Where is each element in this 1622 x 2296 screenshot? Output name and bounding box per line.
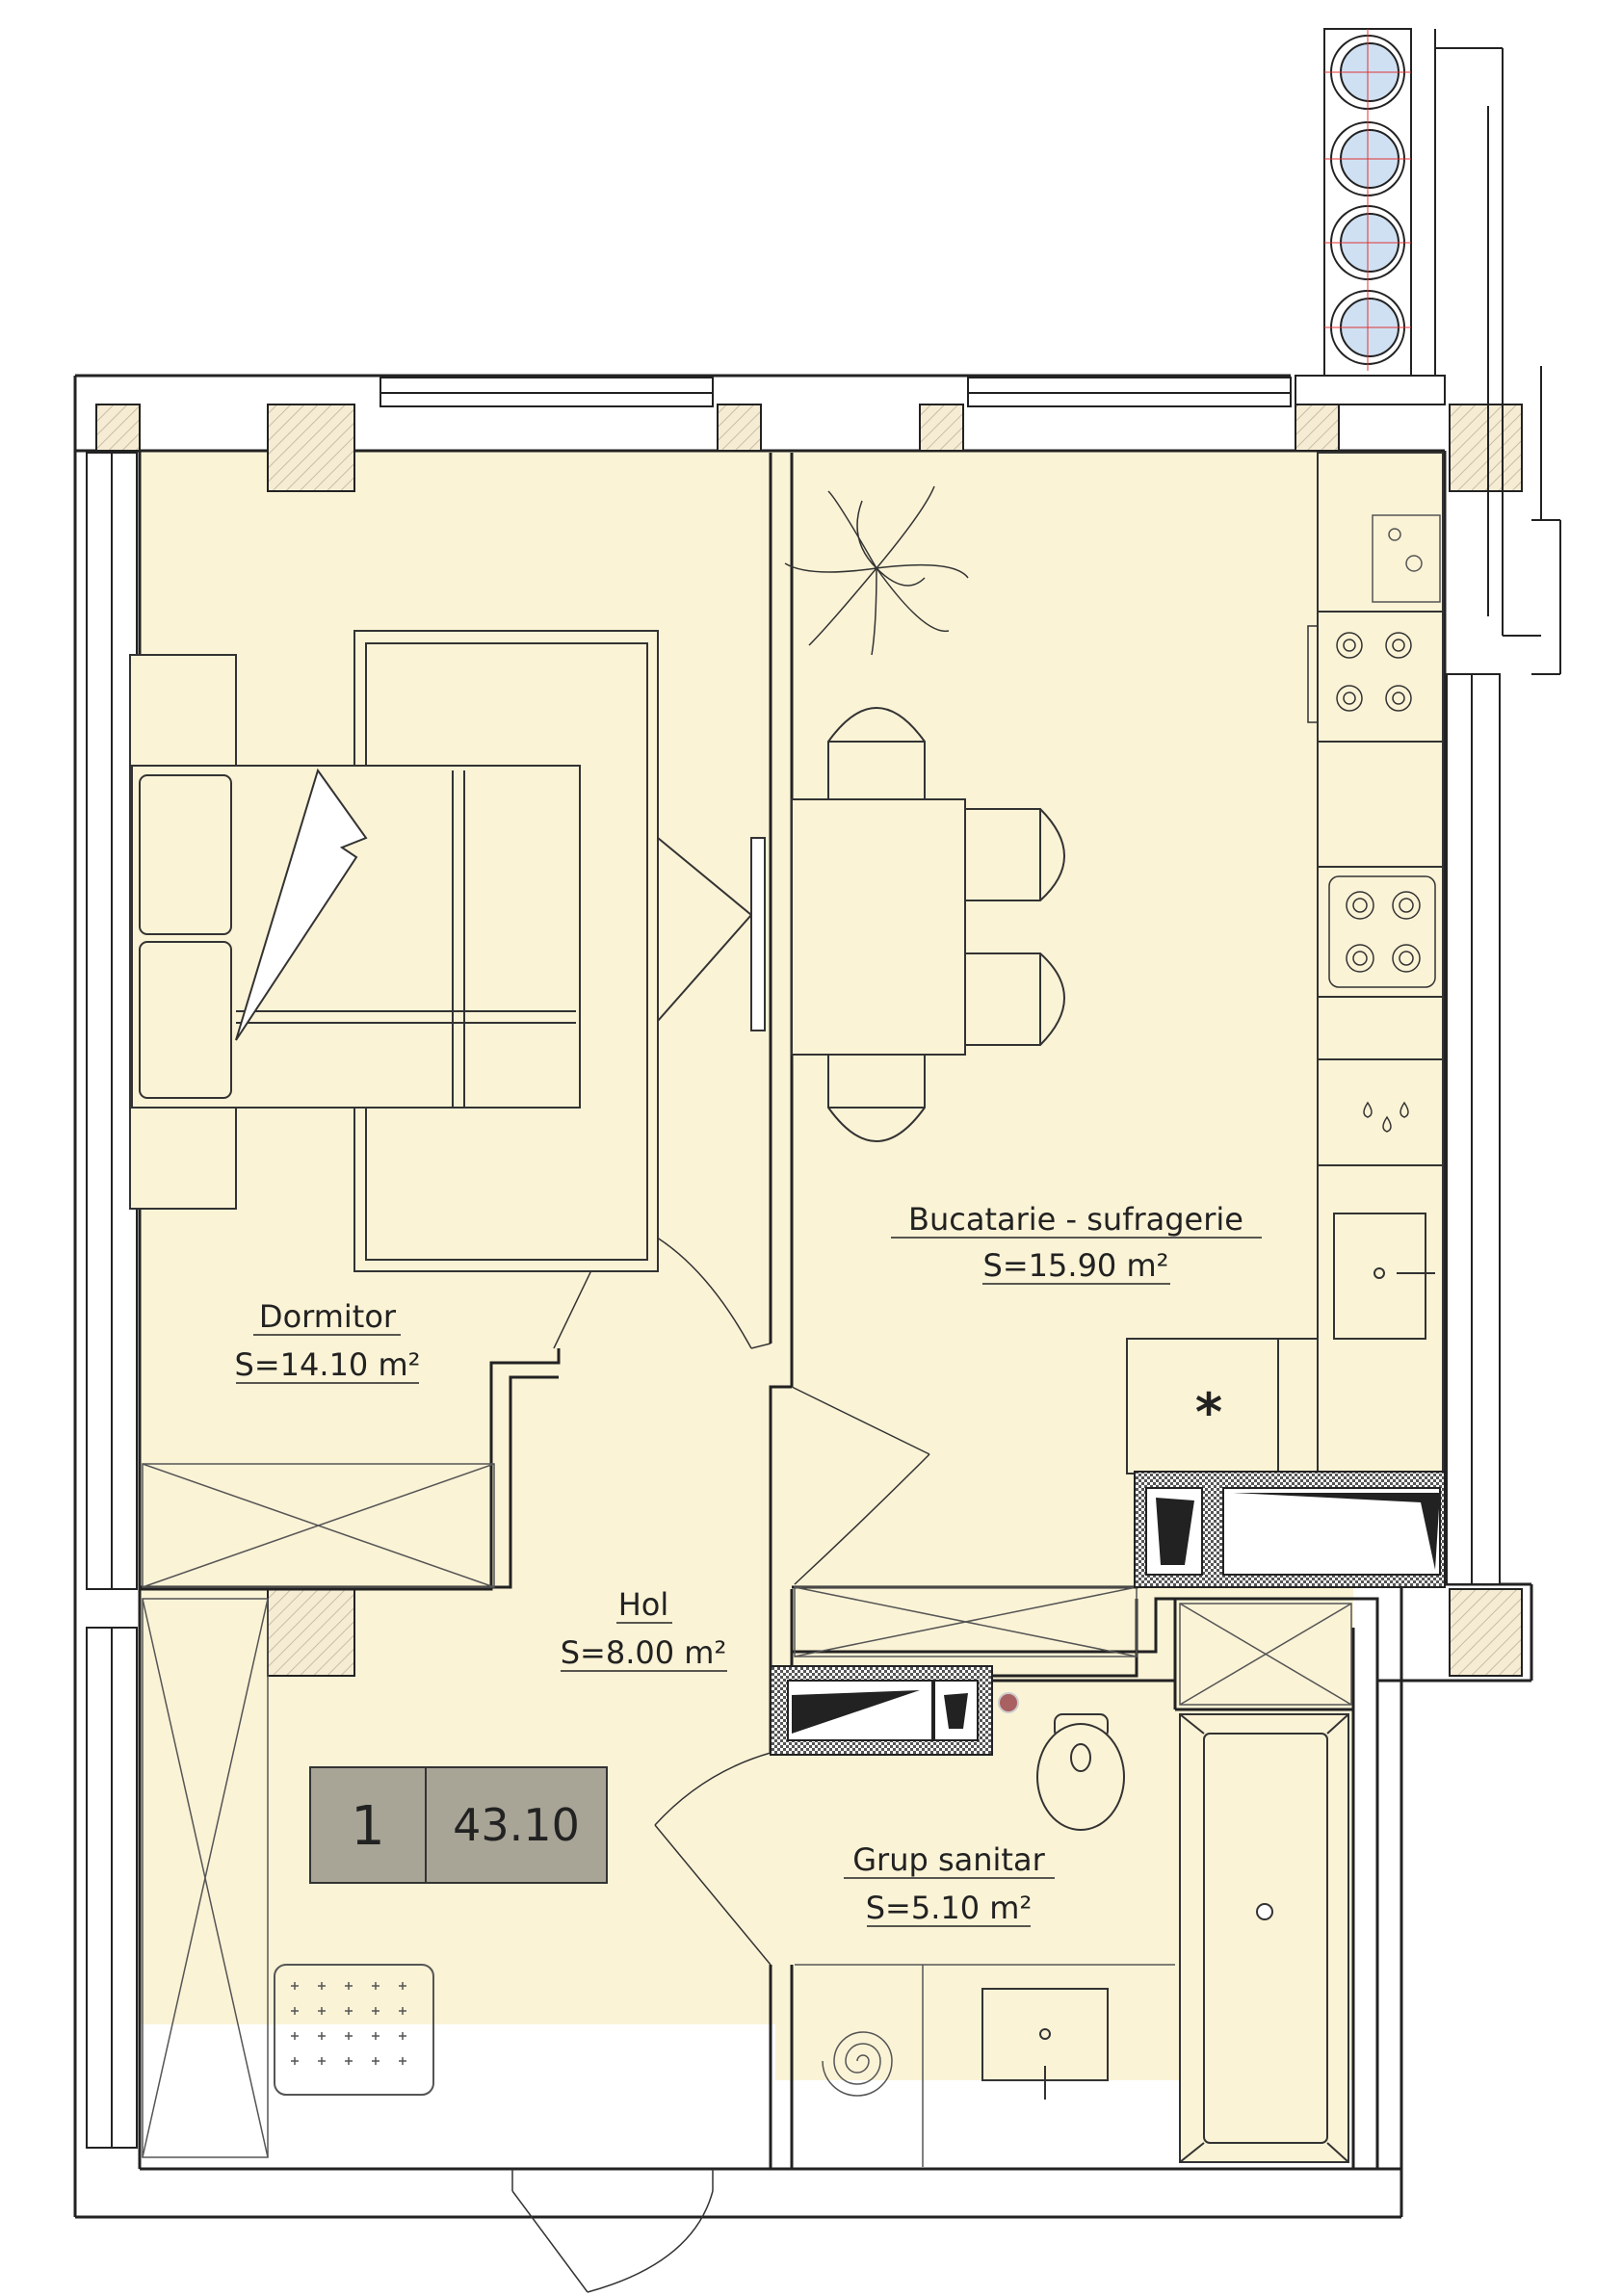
apartment-badge: 1 43.10 bbox=[309, 1766, 608, 1884]
room-label-dormitor: Dormitor S=14.10 m² bbox=[235, 1298, 421, 1384]
dining-set bbox=[791, 707, 1065, 1142]
plant-icon bbox=[784, 485, 969, 656]
rooms-count: 1 bbox=[351, 1795, 385, 1858]
bathroom-sink-icon bbox=[981, 1988, 1109, 2100]
doormat-icon bbox=[274, 1964, 434, 2096]
cooktop-icon bbox=[1328, 875, 1436, 988]
room-label-bucatarie: Bucatarie - sufragerie S=15.90 m² bbox=[891, 1201, 1262, 1285]
room-area: S=14.10 m² bbox=[235, 1346, 421, 1383]
room-area: S=15.90 m² bbox=[983, 1247, 1169, 1284]
electrical-panel-hall bbox=[770, 1665, 1019, 1756]
water-drops-icon bbox=[1363, 1101, 1409, 1133]
room-label-hol: Hol S=8.00 m² bbox=[561, 1586, 727, 1672]
oven-icon bbox=[1372, 514, 1441, 603]
room-name: Hol bbox=[618, 1586, 669, 1623]
room-name: Bucatarie - sufragerie bbox=[908, 1201, 1243, 1238]
toilet-icon bbox=[1036, 1713, 1125, 1831]
wardrobe bbox=[750, 837, 766, 1031]
room-name: Grup sanitar bbox=[852, 1841, 1045, 1878]
chair-bottom bbox=[827, 1054, 926, 1142]
chair-right-1 bbox=[964, 808, 1065, 901]
hob-icon bbox=[1307, 625, 1412, 723]
interior-walls bbox=[140, 453, 1445, 2169]
room-area: S=8.00 m² bbox=[561, 1634, 727, 1671]
chair-top bbox=[827, 707, 926, 800]
structural-columns bbox=[95, 404, 1523, 1677]
bathroom-counter bbox=[795, 1964, 1175, 2167]
shaft-4 bbox=[1324, 289, 1411, 371]
bathtub-icon bbox=[1179, 1713, 1349, 2163]
shaft-1 bbox=[1324, 29, 1411, 116]
total-area: 43.10 bbox=[453, 1799, 580, 1851]
windows bbox=[86, 377, 1501, 2149]
utility-mark: * bbox=[1195, 1382, 1222, 1443]
room-name: Dormitor bbox=[259, 1298, 397, 1335]
bed bbox=[129, 630, 753, 1272]
electrical-panel-kitchen bbox=[1134, 1471, 1446, 1588]
washer-icon bbox=[822, 2031, 893, 2097]
kitchen-sink-icon bbox=[1333, 1213, 1435, 1340]
chair-right-2 bbox=[964, 952, 1065, 1046]
room-area: S=5.10 m² bbox=[866, 1890, 1033, 1926]
shaft-2 bbox=[1324, 116, 1411, 202]
shaft-3 bbox=[1324, 202, 1411, 289]
room-label-grup-sanitar: Grup sanitar S=5.10 m² bbox=[844, 1841, 1055, 1927]
doors bbox=[511, 1217, 930, 2293]
balcony-edge bbox=[1434, 29, 1561, 675]
kitchen-counter bbox=[1126, 452, 1444, 1474]
ventilation-shafts bbox=[1295, 28, 1446, 405]
storage-units bbox=[142, 1463, 1352, 2158]
